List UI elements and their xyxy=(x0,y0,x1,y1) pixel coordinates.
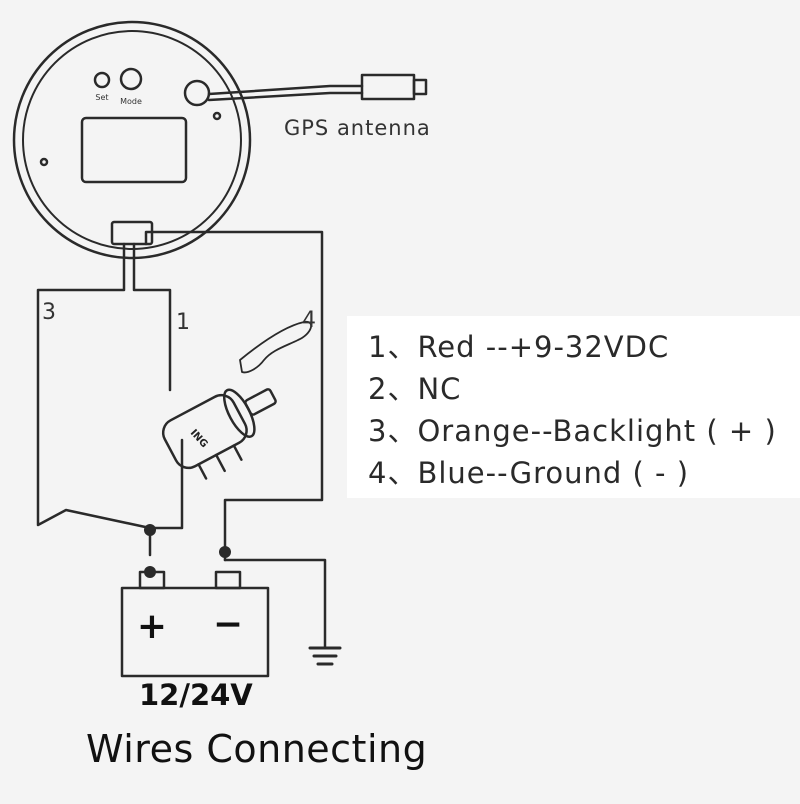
junction-dot xyxy=(144,524,156,536)
battery xyxy=(120,586,270,678)
gps-antenna-label: GPS antenna xyxy=(284,116,431,140)
legend-item-3: 3、Orange--Backlight ( + ) xyxy=(368,414,777,448)
ignition-switch xyxy=(161,388,277,480)
mount-hole xyxy=(39,157,49,167)
set-label: Set xyxy=(95,93,108,102)
wire-number-1: 1 xyxy=(176,310,190,335)
ground-symbol xyxy=(308,646,342,666)
gauge-inner-rim xyxy=(22,30,242,250)
set-button xyxy=(93,71,111,89)
gps-cable xyxy=(207,84,364,96)
wire-number-4: 4 xyxy=(302,308,316,333)
mode-label: Mode xyxy=(120,97,142,106)
gauge-outline xyxy=(12,20,252,260)
minus-sign: − xyxy=(213,604,243,645)
legend-item-2: 2、NC xyxy=(368,372,462,406)
mount-hole xyxy=(212,111,222,121)
gps-plug xyxy=(360,73,416,101)
gauge-display xyxy=(80,116,188,184)
gps-plug-tip xyxy=(412,78,428,96)
hand xyxy=(239,321,312,374)
junction-dot xyxy=(144,566,156,578)
wire-1 xyxy=(132,242,172,392)
wire-1 xyxy=(148,438,184,530)
legend-item-1: 1、Red --+9-32VDC xyxy=(368,330,670,364)
ignition-label: ING xyxy=(188,428,210,450)
wire-4 xyxy=(223,558,327,650)
wire-4 xyxy=(144,230,324,562)
legend-item-4: 4、Blue--Ground ( - ) xyxy=(368,456,690,490)
battery-voltage-label: 12/24V xyxy=(139,678,253,712)
mode-button xyxy=(119,67,143,91)
plus-sign: + xyxy=(137,606,167,647)
gps-cable xyxy=(207,91,364,102)
legend-panel xyxy=(347,316,800,498)
wire-number-3: 3 xyxy=(42,300,56,325)
gps-connector xyxy=(183,79,211,107)
negative-terminal xyxy=(214,570,242,590)
diagram-caption: Wires Connecting xyxy=(86,727,428,771)
junction-dot xyxy=(219,546,231,558)
